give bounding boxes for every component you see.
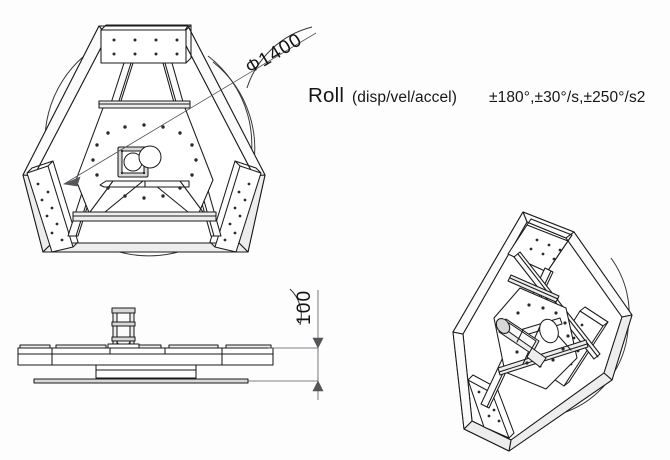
top-mounting-pad	[100, 29, 187, 64]
iso-hub-bore	[539, 318, 559, 344]
iso-shaft-assembly	[495, 318, 559, 368]
diameter-arrowhead	[62, 176, 81, 187]
deck-segment-lines	[51, 347, 223, 366]
diameter-ref-arc	[246, 26, 313, 89]
shaft-band-upper	[111, 321, 136, 327]
shaft-core	[116, 312, 131, 349]
roll-spec-line: Roll (disp/vel/accel) ±180°,±30°/s,±250°…	[308, 84, 646, 107]
deck-cross-members	[72, 100, 217, 222]
iso-shaft-collar	[526, 347, 547, 368]
height-dimension	[248, 288, 324, 400]
side-elevation-platform	[17, 288, 324, 400]
height-dimension-label: 100	[294, 290, 315, 325]
roll-values-label: ±180°,±30°/s,±250°/s2	[489, 89, 646, 106]
shaft-base-flange	[107, 343, 140, 349]
center-hub-assembly	[117, 145, 162, 178]
iso-shaft-end-cap	[495, 318, 511, 334]
central-shaft-assembly	[107, 307, 140, 349]
shaft-top-cap	[111, 307, 136, 314]
top-pad-top-edge	[100, 24, 192, 31]
base-reference-slab	[33, 378, 249, 384]
center-bolt-circle	[91, 123, 198, 200]
height-arrow-upper	[312, 337, 324, 349]
height-arrow-lower	[312, 380, 324, 392]
diameter-dimension-line	[63, 32, 317, 185]
shaft-band-lower	[111, 336, 136, 342]
left-mounting-pad	[26, 160, 79, 253]
top-pad-right-edge	[185, 24, 192, 64]
diameter-dimension-leader	[62, 26, 317, 187]
deck-center-rail	[144, 180, 190, 188]
right-mounting-pad	[209, 160, 262, 253]
isometric-tilted-frame	[452, 211, 633, 452]
under-deck-hub-plate	[95, 364, 197, 379]
height-ref-arc	[289, 288, 302, 326]
hub-shaft-circle	[138, 145, 162, 169]
height-value: 100	[294, 290, 315, 325]
platform-deck-slab	[17, 347, 274, 366]
roll-quantities-label: (disp/vel/accel)	[352, 89, 457, 106]
top-pad-bolt-holes	[112, 38, 179, 56]
deck-top-nubs	[19, 344, 272, 349]
iso-bevel-upper-left	[452, 211, 528, 335]
deck-diag-left	[99, 180, 146, 188]
roll-axis-label: Roll	[308, 84, 344, 107]
iso-shaft-band	[516, 329, 524, 343]
iso-left-mounting-pad	[467, 374, 515, 439]
front-elevation-hexagonal-frame	[22, 24, 317, 257]
